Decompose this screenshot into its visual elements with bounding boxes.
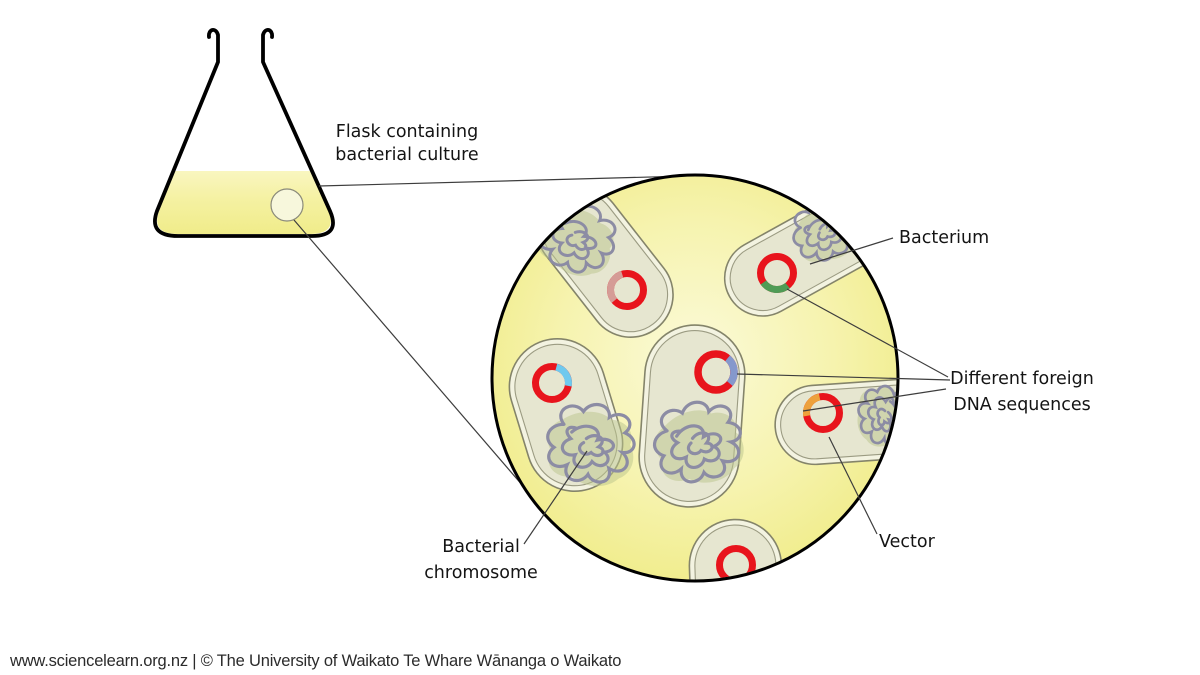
leader-line-dna-green [786,288,949,378]
chromosome-label-line2: chromosome [424,563,538,583]
flask-label-line2: bacterial culture [335,145,478,165]
bacterium-label: Bacterium [899,228,989,248]
magnifier-line-bottom [293,219,549,516]
leader-line-chromosome [523,450,588,545]
flask-liquid [157,171,331,234]
leader-line-dna-orange [802,388,947,412]
leader-lines [523,237,951,545]
bacterium-cytoplasm [694,524,780,580]
magnifier-line-top [318,175,689,187]
vector-label: Vector [879,532,936,552]
dna-label-line1: Different foreign [950,369,1094,389]
flask-label-line1: Flask containing [336,122,479,142]
flask [153,28,335,238]
attribution-footer: www.sciencelearn.org.nz | © The Universi… [9,652,621,670]
bacteria-layer [508,185,897,580]
bacterium-6 [688,518,786,580]
dna-segment-orange [802,393,821,417]
leader-line-dna-blue [736,373,951,381]
dna-label-line2: DNA sequences [953,395,1091,415]
dna-segment-blue [724,355,738,387]
dna-segment-faded [607,270,624,303]
flask-outline [153,28,335,238]
vector-plasmid-6 [716,545,756,580]
magnified-sample-circle [270,188,304,222]
leader-line-vector [828,436,878,535]
chromosome-label-line1: Bacterial [442,537,520,557]
dna-segment-cyan [555,363,572,387]
leader-line-bacterium [809,237,894,265]
dna-segment-green [760,280,790,293]
